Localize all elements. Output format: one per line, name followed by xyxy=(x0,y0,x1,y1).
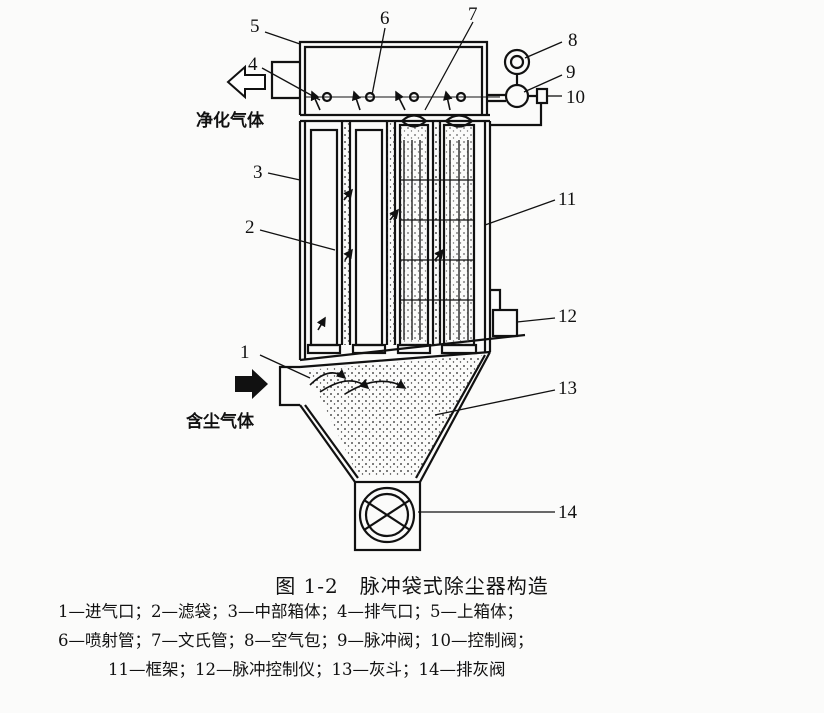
inlet xyxy=(278,365,300,407)
outlet-arrow-icon xyxy=(226,64,266,100)
dusty-gas-label: 含尘气体 xyxy=(186,411,255,432)
callout-13: 13 xyxy=(558,378,577,399)
outlet xyxy=(270,60,300,100)
callout-11: 11 xyxy=(558,189,576,210)
figure-caption: 图 1-2 脉冲袋式除尘器构造 xyxy=(275,574,549,598)
callout-9: 9 xyxy=(566,62,576,83)
callout-12: 12 xyxy=(558,306,577,327)
clean-gas-label: 净化气体 xyxy=(196,110,265,131)
callout-7: 7 xyxy=(468,4,478,25)
callout-6: 6 xyxy=(380,8,390,29)
callout-14: 14 xyxy=(558,502,578,523)
pulse-valve xyxy=(504,83,530,109)
callout-5: 5 xyxy=(250,16,260,37)
discharge-valve xyxy=(353,480,422,552)
callout-3: 3 xyxy=(253,162,263,183)
legend-line: 6—喷射管；7—文氏管；8—空气包；9—脉冲阀；10—控制阀； xyxy=(58,631,534,650)
upper-box xyxy=(298,40,489,115)
control-valve xyxy=(535,87,549,105)
callout-10: 10 xyxy=(566,87,585,108)
ash-hopper xyxy=(299,351,491,483)
callout-4: 4 xyxy=(248,54,258,75)
legend-line: 1—进气口；2—滤袋；3—中部箱体；4—排气口；5—上箱体； xyxy=(58,602,523,621)
legend-line: 11—框架；12—脉冲控制仪；13—灰斗；14—排灰阀 xyxy=(108,660,506,679)
air-bag xyxy=(503,48,531,76)
filter-bag xyxy=(309,128,339,347)
inlet-arrow-icon xyxy=(235,369,268,399)
callout-2: 2 xyxy=(245,217,255,238)
callout-1: 1 xyxy=(240,342,250,363)
pulse-controller xyxy=(491,308,519,338)
callout-8: 8 xyxy=(568,30,578,51)
